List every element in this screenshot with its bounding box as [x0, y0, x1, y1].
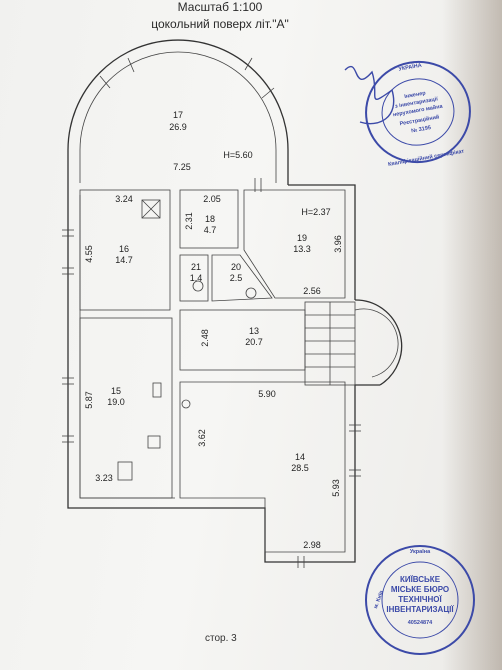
- dim-2-31: 2.31: [184, 212, 194, 230]
- room-18-num: 18: [205, 214, 215, 224]
- room-18-walls: [179, 189, 239, 249]
- dim-h-2-37: H=2.37: [301, 207, 330, 217]
- room-13-num: 13: [249, 326, 259, 336]
- window-ticks: [62, 178, 361, 568]
- stamp-engineer: УКРАЇНА Кваліфікаційний сертифікат Інжен…: [344, 60, 471, 168]
- room-18-area: 4.7: [204, 225, 217, 235]
- room-17-inner-wall: [79, 51, 277, 183]
- shower-drain: [245, 287, 257, 299]
- page-shadow: [442, 0, 502, 670]
- scale-label: Масштаб 1:100: [177, 0, 263, 14]
- dim-3-23: 3.23: [95, 473, 113, 483]
- dim-5-87: 5.87: [84, 391, 94, 409]
- dim-2-98: 2.98: [303, 540, 321, 550]
- dim-2-56: 2.56: [303, 286, 321, 296]
- room-15-area: 19.0: [107, 397, 125, 407]
- stove-fixture: [117, 461, 133, 481]
- room-15-walls: [79, 317, 173, 499]
- vent-box: [141, 199, 161, 219]
- room-19-area: 13.3: [293, 244, 311, 254]
- page-number: стор. 3: [205, 633, 237, 644]
- toilet-fixture: [192, 280, 204, 292]
- room-21-num: 21: [191, 262, 201, 272]
- room-14-num: 14: [295, 452, 305, 462]
- svg-text:Інженер: Інженер: [404, 90, 427, 100]
- room-17-num: 17: [173, 110, 183, 120]
- bay-inner: [354, 308, 399, 378]
- floor-label: цокольний поверх літ."А": [151, 17, 289, 31]
- svg-text:Україна: Україна: [410, 549, 431, 555]
- boiler-fixture: [152, 382, 162, 398]
- dim-2-48: 2.48: [200, 329, 210, 347]
- svg-text:м. Київ: м. Київ: [373, 589, 385, 609]
- dim-7-25: 7.25: [173, 162, 191, 172]
- dim-3-24: 3.24: [115, 194, 133, 204]
- dim-2-05: 2.05: [203, 194, 221, 204]
- svg-text:УКРАЇНА: УКРАЇНА: [398, 62, 422, 73]
- room-19-num: 19: [297, 233, 307, 243]
- room-20-num: 20: [231, 262, 241, 272]
- dim-3-62: 3.62: [197, 429, 207, 447]
- room-17-area: 26.9: [169, 122, 187, 132]
- room-20-walls: [211, 254, 273, 302]
- svg-text:МІСЬКЕ БЮРО: МІСЬКЕ БЮРО: [391, 585, 449, 594]
- svg-text:№ 3195: № 3195: [411, 125, 432, 134]
- dim-3-96: 3.96: [333, 235, 343, 253]
- sink-fixture: [147, 435, 161, 449]
- room-14-walls: [179, 381, 346, 553]
- room-17-outer-wall: [67, 39, 289, 185]
- svg-text:КИЇВСЬКЕ: КИЇВСЬКЕ: [400, 575, 441, 584]
- signature: [344, 65, 395, 125]
- bay-outer: [354, 299, 403, 386]
- room-13-walls: [179, 309, 306, 371]
- dim-5-90: 5.90: [258, 389, 276, 399]
- svg-text:ІНВЕНТАРИЗАЦІЇ: ІНВЕНТАРИЗАЦІЇ: [386, 605, 454, 614]
- svg-text:ТЕХНІЧНОЇ: ТЕХНІЧНОЇ: [398, 595, 442, 604]
- outer-wall-top-right: [288, 184, 356, 300]
- dim-5-93: 5.93: [331, 479, 341, 497]
- arc-windows: [99, 57, 275, 99]
- stamp-bti: Україна м. Київ КИЇВСЬКЕ МІСЬКЕ БЮРО ТЕХ…: [365, 545, 475, 655]
- staircase: [304, 301, 356, 386]
- room-14-area: 28.5: [291, 463, 309, 473]
- dim-4-55: 4.55: [84, 245, 94, 263]
- room-15-num: 15: [111, 386, 121, 396]
- room-20-area: 2.5: [230, 273, 243, 283]
- room-13-area: 20.7: [245, 337, 263, 347]
- svg-text:40524874: 40524874: [408, 620, 433, 626]
- svg-text:Кваліфікаційний сертифікат: Кваліфікаційний сертифікат: [387, 148, 464, 168]
- dim-h-5-60: H=5.60: [223, 150, 252, 160]
- room-21-area: 1.4: [190, 273, 203, 283]
- room-16-num: 16: [119, 244, 129, 254]
- inner-wall-left: [79, 195, 175, 499]
- room-19-walls: [243, 189, 346, 299]
- room-21-walls: [179, 254, 209, 302]
- room-16-area: 14.7: [115, 255, 133, 265]
- drain-14: [181, 399, 191, 409]
- room-16-walls: [79, 189, 171, 311]
